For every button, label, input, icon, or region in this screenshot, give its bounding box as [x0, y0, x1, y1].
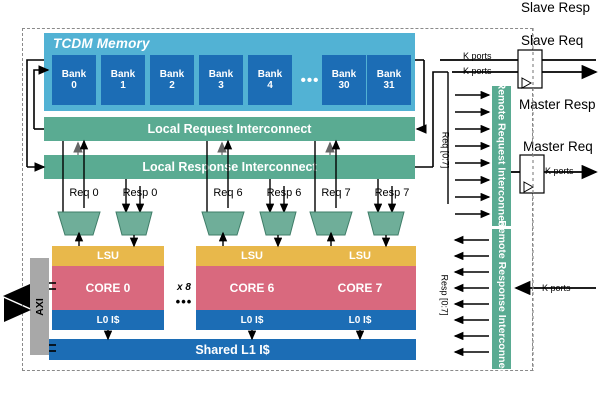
port-label-resp-0: Resp 0: [122, 187, 158, 199]
core-7-body: CORE 7: [304, 266, 416, 310]
core-0-body: CORE 0: [52, 266, 164, 310]
bank-2-index: 2: [169, 80, 175, 91]
bank-4-index: 4: [267, 80, 273, 91]
local-request-interconnect: Local Request Interconnect: [44, 117, 415, 141]
core-0-l0-icache: L0 I$: [52, 310, 164, 330]
bank-30-name: Bank: [331, 68, 357, 80]
core-7-lsu: LSU: [304, 246, 416, 266]
bank-30: Bank 30: [322, 55, 366, 105]
port-label-resp-6: Resp 6: [266, 187, 302, 199]
core-6-l0-icache: L0 I$: [196, 310, 308, 330]
core-multiplier-ellipsis: •••: [175, 293, 193, 309]
axi-label: AXI: [33, 297, 46, 316]
port-label-req-0: Req 0: [69, 187, 99, 199]
bank-3: Bank 3: [199, 55, 243, 105]
remote-request-interconnect-label: Remote Request Interconnect: [495, 81, 508, 231]
bank-0: Bank 0: [52, 55, 96, 105]
slave-req-label: Slave Req: [521, 33, 584, 48]
bank-1: Bank 1: [101, 55, 145, 105]
req-bus-label: Req [0:7]: [440, 131, 450, 169]
tcdm-memory-title: TCDM Memory: [53, 36, 150, 51]
shared-l1-icache: Shared L1 I$: [49, 339, 416, 360]
port-label-req-6: Req 6: [213, 187, 243, 199]
bank-4: Bank 4: [248, 55, 292, 105]
resp-bus-label-wrap: Resp [0:7]: [437, 258, 453, 332]
req-bus-label-wrap: Req [0:7]: [437, 115, 453, 185]
bank-31-index: 31: [383, 80, 395, 91]
core-6-lsu: LSU: [196, 246, 308, 266]
core-multiplier-label: x 8: [177, 281, 191, 293]
local-response-interconnect: Local Response Interconnect: [44, 155, 415, 179]
port-label-req-7: Req 7: [321, 187, 351, 199]
slave-resp-label: Slave Resp: [521, 0, 591, 15]
remote-response-interconnect: Remote Response Interconnect: [492, 220, 511, 378]
bank-0-index: 0: [71, 80, 77, 91]
k-ports-label-top: K ports: [463, 51, 492, 61]
bank-3-index: 3: [218, 80, 224, 91]
core-7-l0-icache: L0 I$: [304, 310, 416, 330]
k-ports-label-master-req: K ports: [545, 166, 574, 176]
bank-ellipsis: •••: [300, 71, 320, 89]
bank-1-index: 1: [120, 80, 126, 91]
bank-31: Bank 31: [367, 55, 411, 105]
bank-3-name: Bank: [208, 68, 234, 80]
master-req-label: Master Req: [523, 139, 593, 154]
k-ports-label-slave-resp: K ports: [542, 283, 571, 293]
bank-31-name: Bank: [376, 68, 402, 80]
core-0-lsu: LSU: [52, 246, 164, 266]
bank-30-index: 30: [338, 80, 350, 91]
port-label-resp-7: Resp 7: [374, 187, 410, 199]
bank-4-name: Bank: [257, 68, 283, 80]
bank-2: Bank 2: [150, 55, 194, 105]
k-ports-label-second: K ports: [463, 66, 492, 76]
core-6-body: CORE 6: [196, 266, 308, 310]
bank-1-name: Bank: [110, 68, 136, 80]
remote-request-interconnect: Remote Request Interconnect: [492, 82, 511, 230]
master-resp-label: Master Resp: [519, 97, 596, 112]
bank-0-name: Bank: [61, 68, 87, 80]
axi-port: AXI: [30, 258, 49, 355]
remote-response-interconnect-label: Remote Response Interconnect: [495, 220, 508, 378]
resp-bus-label: Resp [0:7]: [440, 274, 450, 316]
bank-2-name: Bank: [159, 68, 185, 80]
